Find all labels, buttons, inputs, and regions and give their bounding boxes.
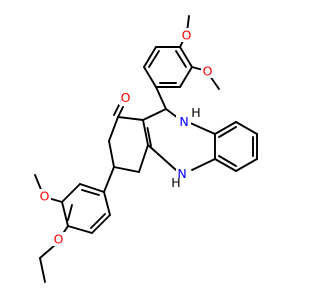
bond <box>39 244 56 259</box>
bond <box>103 191 111 216</box>
bond <box>142 108 167 121</box>
ketone-oxygen-label: O <box>119 90 132 105</box>
bond <box>108 140 115 168</box>
bond <box>67 225 93 234</box>
bond <box>91 214 111 234</box>
bond <box>235 158 258 172</box>
bond <box>218 126 237 138</box>
molecule-structure: O H N N H O O O <box>34 15 258 283</box>
bond <box>147 144 177 171</box>
atom-symbol: H N <box>179 105 204 129</box>
bond <box>117 116 144 121</box>
atom-symbol-part: H <box>171 175 180 190</box>
bond <box>214 121 237 135</box>
bond <box>214 158 237 172</box>
bond <box>39 257 46 283</box>
bond <box>143 66 157 88</box>
bond <box>61 183 81 203</box>
bond <box>209 75 220 90</box>
label-background <box>176 111 191 128</box>
atom-symbol: N H <box>171 166 190 190</box>
methoxy-oxygen-top-b-label: O <box>201 64 214 79</box>
bond <box>146 127 152 147</box>
bond-layer <box>34 15 258 283</box>
bond <box>117 106 124 118</box>
bond <box>179 66 193 88</box>
atom-symbol-part: H <box>191 105 200 120</box>
bond <box>113 166 140 173</box>
label-background <box>176 164 191 181</box>
atom-symbol-part: N <box>177 166 186 181</box>
bond <box>138 144 149 173</box>
bond <box>67 204 73 221</box>
label-background <box>201 64 214 78</box>
atom-label-layer: O H N N H O O O <box>38 28 214 247</box>
bond <box>191 158 216 171</box>
bond <box>142 119 149 146</box>
bond <box>148 50 160 68</box>
methoxy-oxygen-top-a-label: O <box>180 28 193 43</box>
bond <box>103 166 115 193</box>
bond <box>175 50 187 68</box>
ethoxy-oxygen-label: O <box>52 232 65 247</box>
atom-symbol: O <box>40 189 50 204</box>
bond <box>90 213 106 229</box>
bond <box>235 121 258 135</box>
bond <box>113 104 120 116</box>
bond <box>179 46 193 68</box>
bond <box>155 86 167 110</box>
ring-nh-top-label: H N <box>176 105 204 129</box>
bond <box>143 46 157 68</box>
label-background <box>180 28 193 42</box>
label-background <box>38 189 51 203</box>
atom-symbol-part: N <box>179 114 188 129</box>
atom-symbol: O <box>182 28 192 43</box>
atom-symbol: O <box>203 64 213 79</box>
ring-nh-bottom-label: N H <box>171 164 191 190</box>
bond <box>79 183 105 193</box>
bond <box>218 155 237 167</box>
bond <box>108 116 119 142</box>
bond <box>81 189 100 196</box>
atom-symbol: O <box>121 90 131 105</box>
methoxy-oxygen-left-label: O <box>38 189 51 204</box>
label-background <box>119 90 132 105</box>
bond <box>61 201 69 227</box>
label-background <box>52 232 65 246</box>
bond <box>187 121 216 135</box>
atom-symbol: O <box>54 232 64 247</box>
